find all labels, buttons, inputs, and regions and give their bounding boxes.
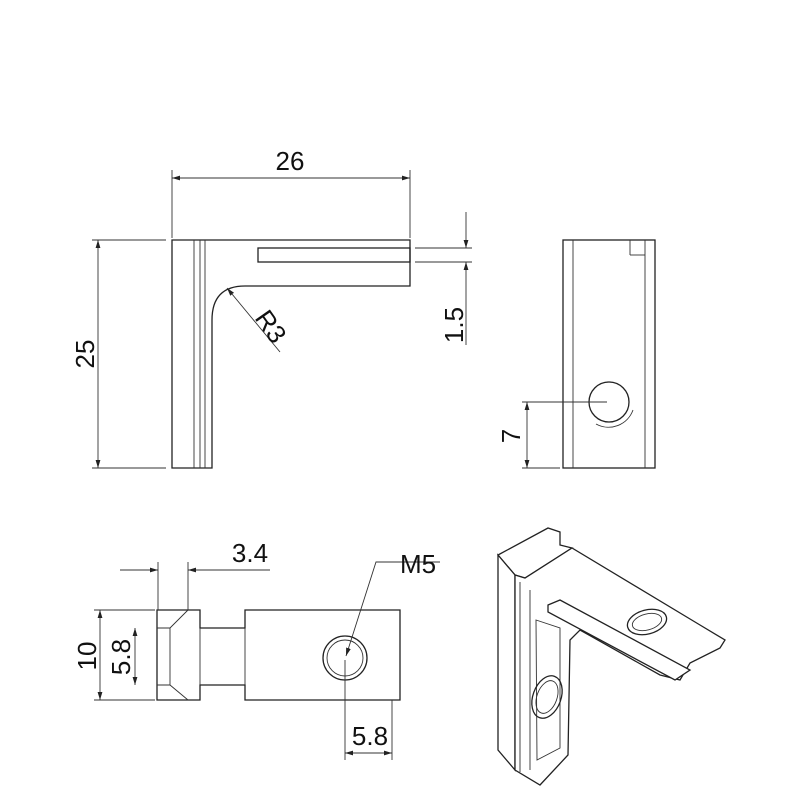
- bottom-view: 3.4 10 5.8 M5 5.8: [72, 538, 440, 760]
- thread-label: M5: [400, 549, 436, 579]
- front-view: 26 25 1.5 R3: [70, 146, 472, 469]
- slot-dimension: 1.5: [439, 307, 469, 343]
- hole-offset-dimension: 5.8: [352, 721, 388, 751]
- tab-dimension: 3.4: [232, 538, 268, 568]
- inner-dimension: 5.8: [106, 639, 136, 675]
- hole-height-dimension: 7: [496, 429, 526, 443]
- radius-dimension: R3: [249, 304, 293, 348]
- width-dimension: 26: [276, 146, 305, 176]
- height-dimension: 25: [70, 340, 100, 369]
- height-dimension-10: 10: [72, 642, 102, 671]
- side-view: 7: [496, 239, 656, 469]
- isometric-view: [496, 527, 726, 786]
